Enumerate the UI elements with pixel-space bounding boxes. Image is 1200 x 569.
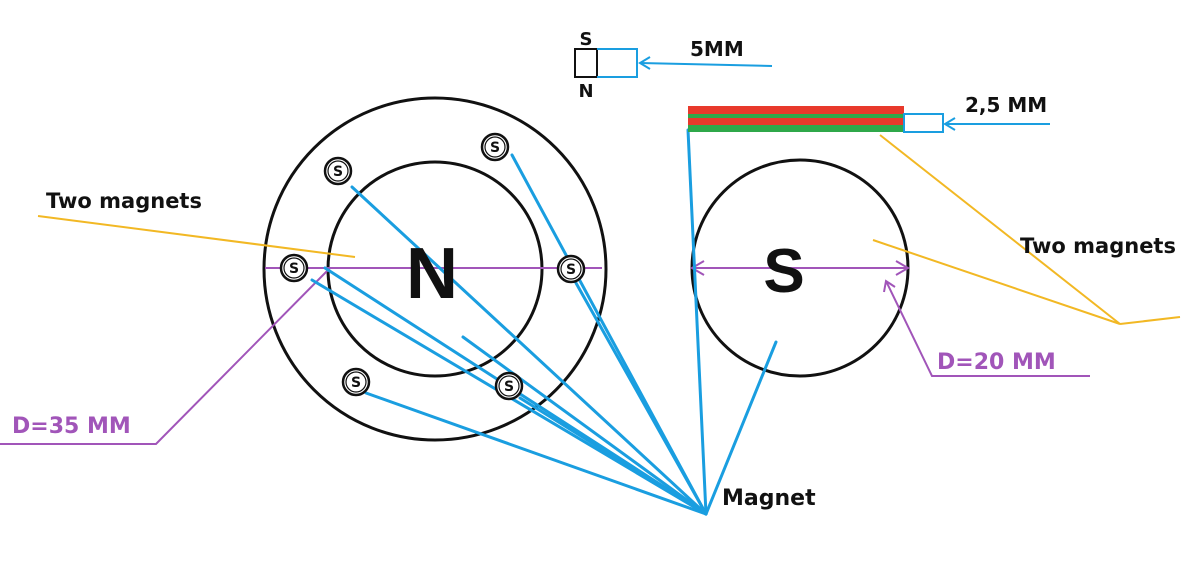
- small-magnet-side-view: [574, 48, 598, 78]
- small-magnet-3: S: [279, 253, 309, 283]
- pointer-6: [461, 335, 708, 516]
- small-magnets: S S S S S S: [279, 132, 586, 401]
- stack-red-mid: [688, 118, 904, 125]
- small-magnet-label: S: [490, 140, 500, 156]
- diameter-35mm-label: D=35 MM: [12, 414, 131, 439]
- small-magnet-label: S: [504, 379, 514, 395]
- two-magnets-label-left: Two magnets: [46, 189, 202, 213]
- right-arrowhead-right: [895, 260, 910, 276]
- magnet-label: Magnet: [722, 486, 816, 511]
- diameter-lines: [0, 260, 1090, 445]
- small-magnet-n-label: N: [578, 81, 593, 102]
- small-magnet-4: S: [556, 254, 586, 284]
- right-leader-arrow: [883, 279, 896, 293]
- pointer-10: [686, 128, 708, 516]
- pole-s-label: S: [763, 237, 804, 306]
- stack-green-bottom: [688, 125, 904, 132]
- thickness-5mm-bracket: [597, 48, 773, 78]
- outer-ring-circle: [262, 96, 608, 442]
- two-magnets-leaders: [37, 134, 1181, 325]
- pole-n-label: N: [406, 234, 458, 314]
- thickness-2-5mm-bracket: [903, 113, 1050, 133]
- right-leader-to-disc: [872, 239, 1121, 325]
- small-magnet-6: S: [494, 371, 524, 401]
- small-magnet-label: S: [351, 375, 361, 391]
- pointer-3: [574, 281, 708, 516]
- right-leader-tail: [1119, 316, 1181, 325]
- small-magnet-5: S: [341, 367, 371, 397]
- right-arrowhead-left: [690, 260, 705, 276]
- pointer-9: [704, 340, 778, 516]
- thickness-5mm-label: 5MM: [690, 37, 744, 61]
- two-magnets-label-right: Two magnets: [1020, 234, 1176, 258]
- pointer-7: [364, 391, 708, 516]
- small-magnet-s-label: S: [580, 29, 593, 50]
- left-two-magnets-leader: [37, 215, 356, 258]
- pointer-8: [518, 396, 708, 516]
- small-magnet-label: S: [333, 164, 343, 180]
- small-magnet-2: S: [480, 132, 510, 162]
- right-leader-to-stack: [879, 134, 1121, 325]
- stack-red-top: [688, 106, 904, 114]
- stack-green-mid: [688, 114, 904, 118]
- diameter-20mm-label: D=20 MM: [937, 350, 1056, 375]
- thickness-2-5mm-label: 2,5 MM: [965, 93, 1047, 117]
- pointer-1: [350, 185, 708, 516]
- left-dimension-leader: [0, 267, 331, 445]
- small-magnet-label: S: [566, 262, 576, 278]
- small-magnet-label: S: [289, 261, 299, 277]
- small-magnet-1: S: [323, 156, 353, 186]
- right-dimension-leader: [885, 280, 1090, 377]
